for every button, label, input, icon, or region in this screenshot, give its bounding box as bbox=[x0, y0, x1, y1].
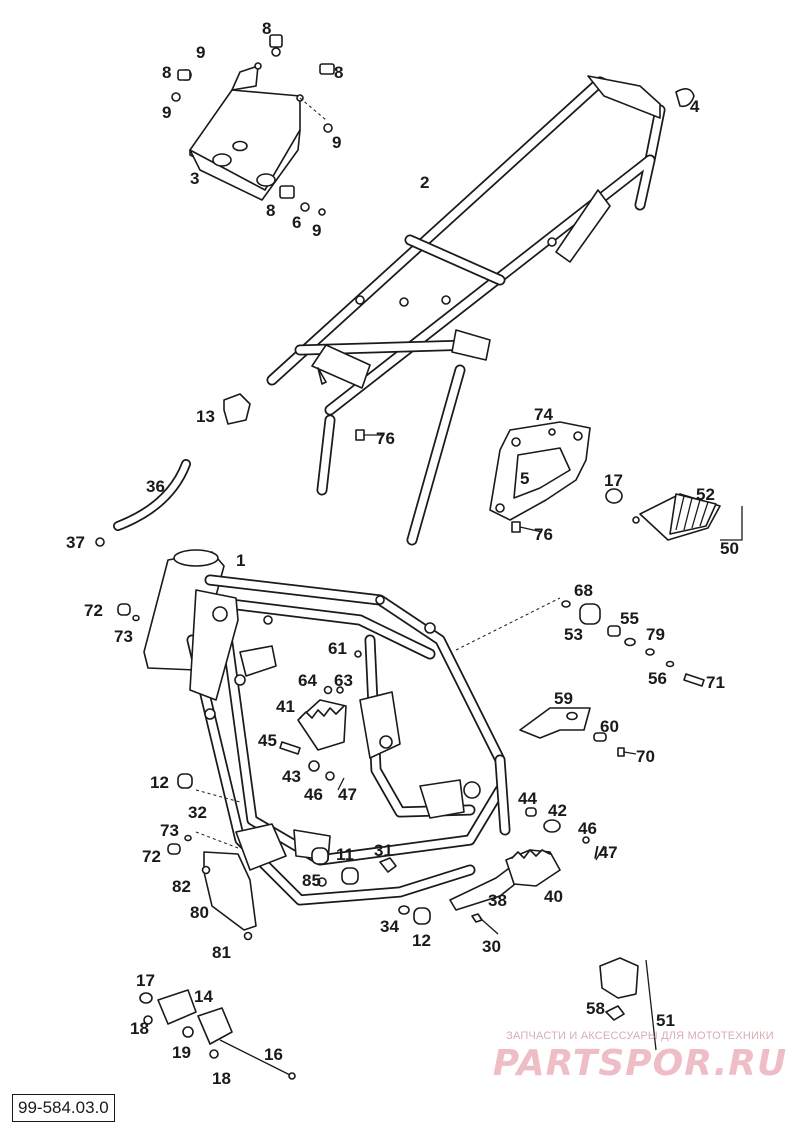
callout-8d: 8 bbox=[266, 201, 275, 220]
callout-3: 3 bbox=[190, 169, 199, 188]
callout-71: 71 bbox=[706, 673, 725, 692]
callout-36: 36 bbox=[146, 477, 165, 496]
part-2-subframe-drawing bbox=[266, 75, 666, 546]
part-5-bracket-drawing bbox=[489, 421, 591, 521]
callout-32: 32 bbox=[188, 803, 207, 822]
callout-4: 4 bbox=[690, 97, 700, 116]
callout-18a: 18 bbox=[130, 1019, 149, 1038]
part-1-main-frame-drawing bbox=[143, 549, 511, 906]
callout-82: 82 bbox=[172, 877, 191, 896]
small-fastener-drawing bbox=[323, 650, 362, 695]
callout-12b: 12 bbox=[412, 931, 431, 950]
callout-16: 16 bbox=[264, 1045, 283, 1064]
callout-85: 85 bbox=[302, 871, 321, 890]
callout-79: 79 bbox=[646, 625, 665, 644]
callout-38: 38 bbox=[488, 891, 507, 910]
callout-18b: 18 bbox=[212, 1069, 231, 1088]
callout-31: 31 bbox=[374, 841, 393, 860]
part-13-block-drawing bbox=[223, 393, 251, 425]
callout-81: 81 bbox=[212, 943, 231, 962]
callout-8c: 8 bbox=[334, 63, 343, 82]
part-50-footrest-drawing bbox=[605, 488, 743, 541]
right-footrest-drawing bbox=[449, 807, 605, 935]
callout-44: 44 bbox=[518, 789, 537, 808]
callout-80: 80 bbox=[190, 903, 209, 922]
part-76-bolt-drawings bbox=[355, 429, 543, 533]
callout-5: 5 bbox=[520, 469, 529, 488]
callout-14: 14 bbox=[194, 987, 213, 1006]
callout-46a: 46 bbox=[304, 785, 323, 804]
part-4-bumper-drawing bbox=[675, 88, 695, 108]
left-bushing-drawing bbox=[117, 603, 241, 855]
callout-12a: 12 bbox=[150, 773, 169, 792]
callout-2: 2 bbox=[420, 173, 429, 192]
document-number: 99-584.03.0 bbox=[12, 1094, 115, 1122]
part-51-pad-drawing bbox=[599, 957, 657, 1051]
callout-9d: 9 bbox=[312, 221, 321, 240]
bushing-set-drawing bbox=[455, 597, 705, 687]
callout-51: 51 bbox=[656, 1011, 675, 1030]
callout-59: 59 bbox=[554, 689, 573, 708]
callout-9b: 9 bbox=[162, 103, 171, 122]
part-59-guide-drawing bbox=[519, 707, 637, 757]
callout-30: 30 bbox=[482, 937, 501, 956]
callout-76b: 76 bbox=[534, 525, 553, 544]
callout-53: 53 bbox=[564, 625, 583, 644]
callout-9c: 9 bbox=[332, 133, 341, 152]
callout-9a: 9 bbox=[196, 43, 205, 62]
callout-11: 11 bbox=[336, 845, 354, 864]
callout-34: 34 bbox=[380, 917, 399, 936]
callout-58: 58 bbox=[586, 999, 605, 1018]
callout-50: 50 bbox=[720, 539, 739, 558]
part-37-screw-drawing bbox=[95, 537, 105, 547]
center-bushing-drawing bbox=[311, 847, 431, 925]
part-80-plate-drawing bbox=[201, 851, 257, 941]
left-footrest-drawing bbox=[279, 699, 347, 791]
callout-56: 56 bbox=[648, 669, 667, 688]
callout-72a: 72 bbox=[84, 601, 103, 620]
callout-19: 19 bbox=[172, 1043, 191, 1062]
callout-46b: 46 bbox=[578, 819, 597, 838]
callout-73a: 73 bbox=[114, 627, 133, 646]
callout-8a: 8 bbox=[262, 19, 271, 38]
callout-43: 43 bbox=[282, 767, 301, 786]
callout-47a: 47 bbox=[338, 785, 357, 804]
callout-55: 55 bbox=[620, 609, 639, 628]
callout-70: 70 bbox=[636, 747, 655, 766]
callout-61: 61 bbox=[328, 639, 347, 658]
part-14-bracket-drawing bbox=[139, 989, 296, 1080]
callout-68: 68 bbox=[574, 581, 593, 600]
callout-17a: 17 bbox=[604, 471, 623, 490]
callout-13: 13 bbox=[196, 407, 215, 426]
callout-labels: 1 2 3 4 5 6 8 8 8 8 9 9 9 9 11 12 12 13 … bbox=[66, 19, 739, 1088]
callout-76a: 76 bbox=[376, 429, 395, 448]
callout-73b: 73 bbox=[160, 821, 179, 840]
callout-40: 40 bbox=[544, 887, 563, 906]
callout-45: 45 bbox=[258, 731, 277, 750]
callout-60: 60 bbox=[600, 717, 619, 736]
callout-8b: 8 bbox=[162, 63, 171, 82]
callout-42: 42 bbox=[548, 801, 567, 820]
callout-1: 1 bbox=[236, 551, 245, 570]
callout-63: 63 bbox=[334, 671, 353, 690]
callout-17b: 17 bbox=[136, 971, 155, 990]
callout-47b: /47 bbox=[594, 843, 618, 862]
callout-41: 41 bbox=[276, 697, 295, 716]
callout-64: 64 bbox=[298, 671, 317, 690]
callout-6: 6 bbox=[292, 213, 301, 232]
callout-72b: 72 bbox=[142, 847, 161, 866]
part-3-bracket-drawing bbox=[171, 34, 335, 216]
callout-52: 52 bbox=[696, 485, 715, 504]
callout-37: 37 bbox=[66, 533, 85, 552]
callout-74: 74 bbox=[534, 405, 553, 424]
